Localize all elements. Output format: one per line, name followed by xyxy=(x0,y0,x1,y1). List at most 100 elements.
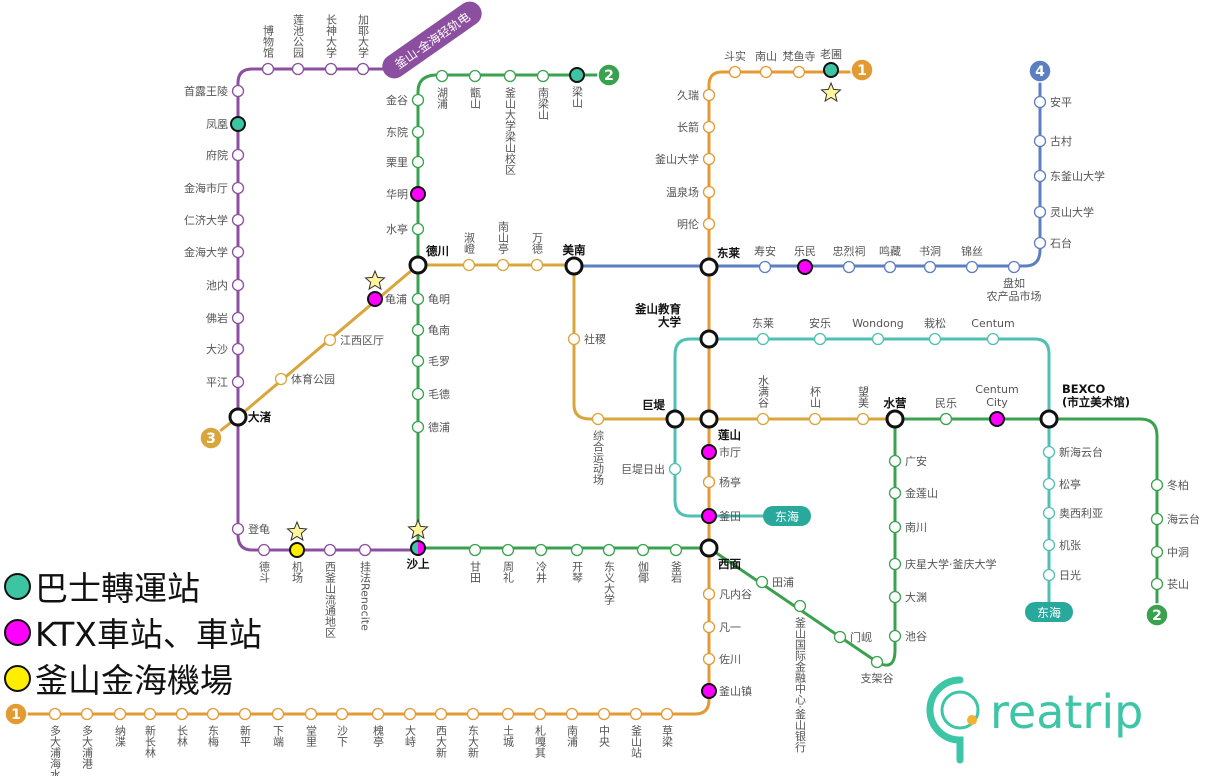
ktx-station-marker[interactable] xyxy=(410,186,426,202)
station[interactable]: 博物馆 xyxy=(261,25,275,76)
station-marker[interactable] xyxy=(792,65,806,79)
station-marker[interactable] xyxy=(411,323,425,337)
station-marker[interactable] xyxy=(702,620,716,634)
station[interactable]: Wondong xyxy=(852,317,904,346)
station-marker[interactable] xyxy=(231,148,245,162)
station-marker[interactable] xyxy=(702,120,716,134)
station[interactable]: 梵鱼寺 xyxy=(783,49,816,79)
ktx-station-marker[interactable] xyxy=(701,508,717,524)
station[interactable]: 金莲山 xyxy=(888,486,939,500)
station[interactable]: 纳渫 xyxy=(114,707,127,748)
station[interactable]: 金谷 xyxy=(386,93,425,107)
station-marker[interactable] xyxy=(411,292,425,306)
station[interactable]: 釜山大学梁山校区 xyxy=(503,69,517,176)
transfer-station-marker[interactable] xyxy=(699,329,719,349)
ktx-station-marker[interactable] xyxy=(701,683,717,699)
station[interactable]: 冬柏 xyxy=(1150,478,1190,492)
transfer-station-marker[interactable] xyxy=(408,255,428,275)
station-marker[interactable] xyxy=(1042,445,1056,459)
transfer-station-marker[interactable] xyxy=(699,257,719,277)
station[interactable]: 海云台 xyxy=(1150,512,1201,526)
station[interactable]: 池谷 xyxy=(888,629,928,643)
station[interactable]: 加耶大学 xyxy=(357,14,370,76)
station-marker[interactable] xyxy=(501,543,515,557)
station-marker[interactable] xyxy=(702,475,716,489)
station[interactable]: 凡内谷 xyxy=(702,587,753,601)
station[interactable]: 挂法Renecite xyxy=(359,543,372,632)
station[interactable]: 大渊 xyxy=(888,590,928,604)
station-marker[interactable] xyxy=(570,543,584,557)
station-marker[interactable] xyxy=(335,707,349,721)
station[interactable]: 水亭 xyxy=(386,222,425,236)
station-marker[interactable] xyxy=(888,557,902,571)
station-marker[interactable] xyxy=(986,332,1000,346)
station-marker[interactable] xyxy=(1033,134,1047,148)
station[interactable]: 灵山大学 xyxy=(1033,205,1095,219)
station[interactable]: 大峙 xyxy=(404,707,417,748)
station-marker[interactable] xyxy=(888,454,902,468)
station-marker[interactable] xyxy=(756,412,770,426)
station-marker[interactable] xyxy=(434,707,448,721)
station[interactable]: 东院 xyxy=(386,125,425,139)
station-marker[interactable] xyxy=(206,707,220,721)
station-marker[interactable] xyxy=(808,412,822,426)
station[interactable]: 奥西利亚 xyxy=(1042,506,1104,520)
station[interactable]: 栗里 xyxy=(386,155,425,169)
station-marker[interactable] xyxy=(231,84,245,98)
station[interactable]: 东莱 xyxy=(752,317,774,346)
station[interactable]: 寿安 xyxy=(754,244,776,274)
station[interactable]: 南浦 xyxy=(566,707,579,748)
station-marker[interactable] xyxy=(1150,478,1164,492)
station-marker[interactable] xyxy=(143,707,157,721)
station-marker[interactable] xyxy=(888,590,902,604)
station[interactable]: 东义大学 xyxy=(602,543,616,606)
ktx-station-marker[interactable] xyxy=(989,411,1005,427)
station-marker[interactable] xyxy=(928,332,942,346)
station-marker[interactable] xyxy=(759,65,773,79)
station-marker[interactable] xyxy=(1042,538,1056,552)
ktx-station-marker[interactable] xyxy=(797,259,813,275)
station-marker[interactable] xyxy=(1033,169,1047,183)
station-marker[interactable] xyxy=(702,185,716,199)
station[interactable]: 金海市厅 xyxy=(184,181,245,195)
station[interactable]: 美南 xyxy=(563,243,586,276)
station[interactable]: 德浦 xyxy=(411,420,451,434)
station-marker[interactable] xyxy=(261,62,275,76)
station-marker[interactable] xyxy=(833,630,847,644)
station-marker[interactable] xyxy=(660,707,674,721)
station-marker[interactable] xyxy=(591,412,605,426)
station[interactable]: 堂里 xyxy=(305,707,318,748)
station-marker[interactable] xyxy=(468,543,482,557)
station-marker[interactable] xyxy=(533,707,547,721)
station-marker[interactable] xyxy=(702,652,716,666)
station[interactable]: 南川 xyxy=(888,520,928,534)
station-marker[interactable] xyxy=(668,462,682,476)
station[interactable]: 大沙 xyxy=(206,342,245,356)
station-marker[interactable] xyxy=(793,599,807,613)
station[interactable]: 新平 xyxy=(239,707,252,748)
station-marker[interactable] xyxy=(602,543,616,557)
station-marker[interactable] xyxy=(702,217,716,231)
station[interactable]: 仁济大学 xyxy=(184,213,245,227)
station-marker[interactable] xyxy=(257,543,271,557)
station[interactable]: 石台 xyxy=(1033,236,1073,250)
station[interactable]: 金海大学 xyxy=(184,245,245,259)
station[interactable]: 乐民 xyxy=(794,245,816,275)
station[interactable]: 望美 xyxy=(857,386,870,426)
station[interactable]: 德川 xyxy=(408,244,449,275)
station-marker[interactable] xyxy=(503,69,517,83)
station-marker[interactable] xyxy=(231,245,245,259)
station-marker[interactable] xyxy=(1042,477,1056,491)
station[interactable]: 土城 xyxy=(502,707,515,748)
station[interactable]: 温泉场 xyxy=(666,185,716,199)
station-marker[interactable] xyxy=(758,260,772,274)
station-marker[interactable] xyxy=(411,93,425,107)
station[interactable]: 安平 xyxy=(1033,95,1073,109)
station-marker[interactable] xyxy=(175,707,189,721)
station[interactable]: 田浦 xyxy=(755,575,795,589)
station-marker[interactable] xyxy=(496,258,510,272)
station-marker[interactable] xyxy=(669,543,683,557)
station-marker[interactable] xyxy=(1033,205,1047,219)
station-marker[interactable] xyxy=(534,543,548,557)
station[interactable]: 老圃 xyxy=(820,48,842,78)
